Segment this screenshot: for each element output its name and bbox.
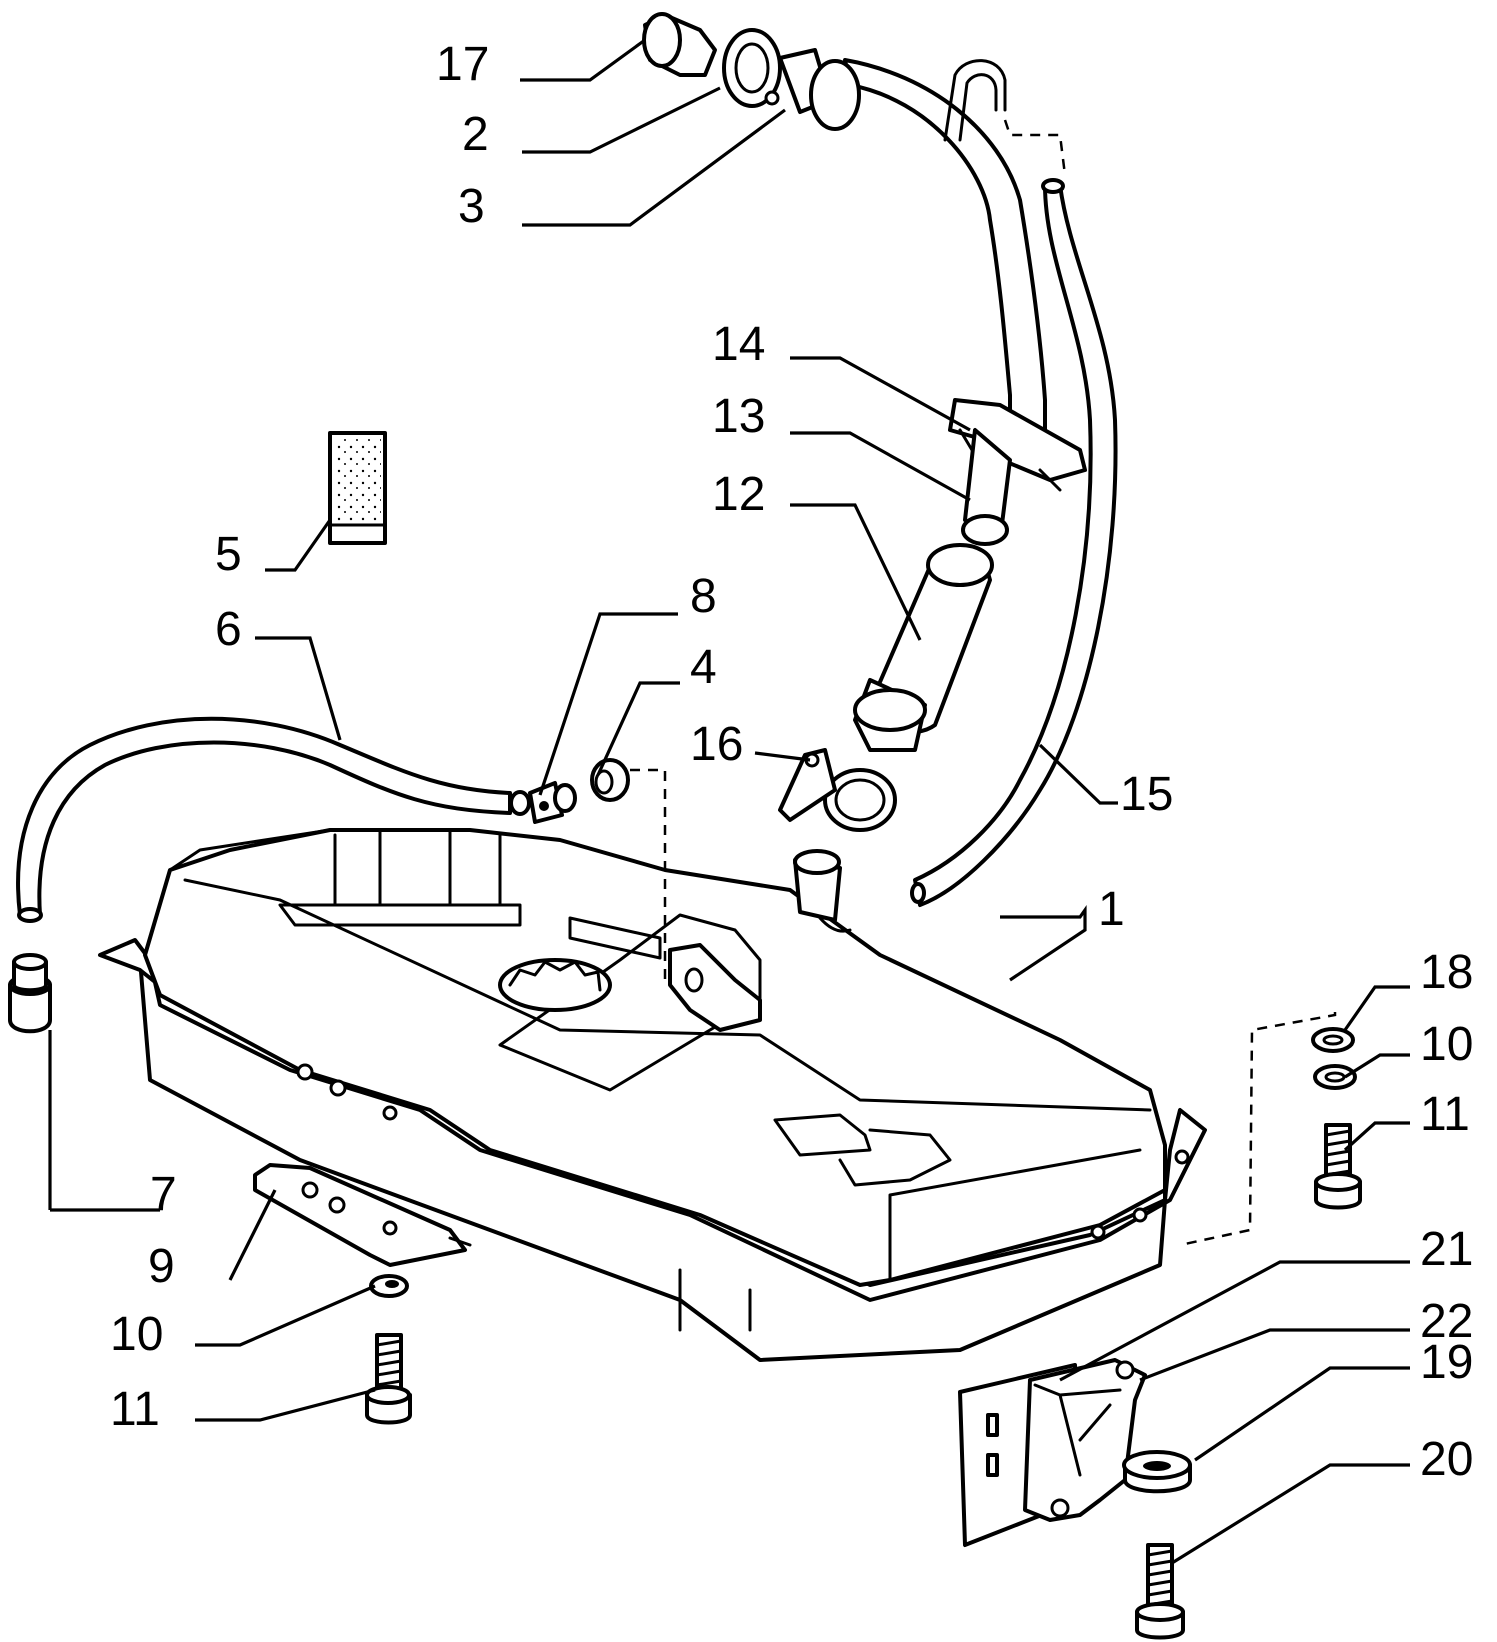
bushing-7 xyxy=(8,953,52,1034)
leader-lines xyxy=(48,38,1410,1565)
callout-19: 19 xyxy=(1420,1336,1473,1389)
fuel-tank xyxy=(98,828,1207,1362)
bolt-11-right xyxy=(1314,1123,1362,1210)
washer-10-left xyxy=(369,1274,409,1298)
label-sticker-5 xyxy=(328,431,387,545)
callout-5: 5 xyxy=(215,528,242,581)
vent-hose-6 xyxy=(16,716,512,923)
breather-hose-15 xyxy=(910,178,1118,907)
callout-15: 15 xyxy=(1120,768,1173,821)
callout-14: 14 xyxy=(712,318,765,371)
callout-2: 2 xyxy=(462,108,489,161)
vent-hook-hose xyxy=(943,59,1067,176)
callout-16: 16 xyxy=(690,718,743,771)
filler-pipe xyxy=(642,12,1047,432)
callout-4: 4 xyxy=(690,641,717,694)
washer-19 xyxy=(1122,1450,1192,1494)
callout-18: 18 xyxy=(1420,946,1473,999)
callout-7: 7 xyxy=(150,1168,177,1221)
bracket-22 xyxy=(1023,1358,1147,1522)
callout-21: 21 xyxy=(1420,1223,1473,1276)
callout-11-left: 11 xyxy=(110,1383,160,1436)
bolt-20 xyxy=(1135,1543,1185,1640)
washer-10-right xyxy=(1313,1064,1357,1090)
callout-3: 3 xyxy=(458,180,485,233)
callout-labels: 1 2 3 4 5 6 7 8 9 10 10 11 11 12 13 14 1… xyxy=(110,38,1473,1486)
hose-clamp-16 xyxy=(778,748,897,832)
callout-12: 12 xyxy=(712,468,765,521)
callout-8: 8 xyxy=(690,570,717,623)
washer-18 xyxy=(1311,1027,1355,1053)
callout-10-left: 10 xyxy=(110,1308,163,1361)
tank-strap-9 xyxy=(253,1163,472,1267)
filler-hose-12 xyxy=(853,543,994,752)
callout-1: 1 xyxy=(1098,883,1125,936)
callout-17: 17 xyxy=(436,38,489,91)
callout-20: 20 xyxy=(1420,1433,1473,1486)
hose-connector-8 xyxy=(509,781,577,824)
callout-10-right: 10 xyxy=(1420,1018,1473,1071)
callout-6: 6 xyxy=(215,603,242,656)
callout-9: 9 xyxy=(148,1240,175,1293)
callout-11-right: 11 xyxy=(1420,1088,1470,1141)
callout-22: 22 xyxy=(1420,1295,1473,1348)
filler-pipe-section-13 xyxy=(961,428,1012,546)
callout-13: 13 xyxy=(712,390,765,443)
dashed-guide-right xyxy=(1179,1012,1337,1247)
bolt-11-left xyxy=(365,1333,412,1425)
